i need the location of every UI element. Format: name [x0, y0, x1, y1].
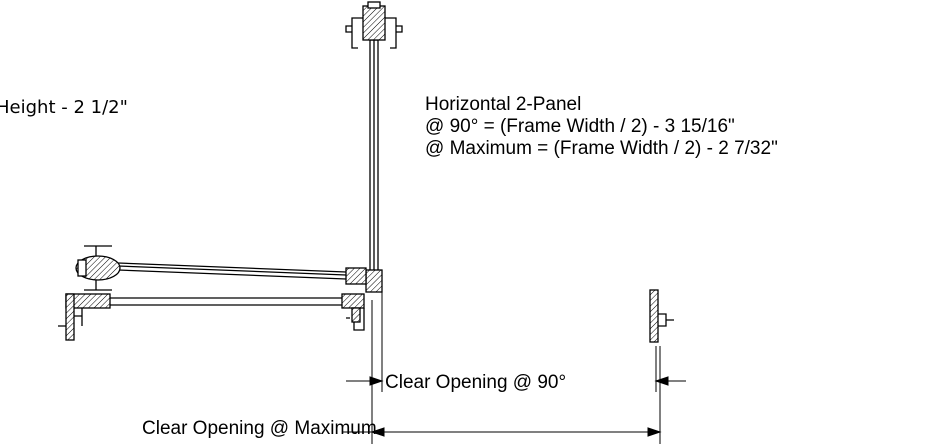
angled-panel-max [75, 245, 347, 291]
left-note-fragment: Height - 2 1/2" [0, 97, 128, 118]
bottom-panel [58, 293, 365, 341]
note-line-90: @ 90° = (Frame Width / 2) - 3 15/16" [425, 116, 735, 137]
clear-opening-max-label: Clear Opening @ Maximum [142, 418, 377, 439]
note-title: Horizontal 2-Panel [425, 94, 582, 115]
vertical-panel-90 [345, 1, 403, 293]
right-jamb [649, 289, 674, 343]
clear-opening-90-label: Clear Opening @ 90° [385, 372, 567, 393]
dimension-clear-opening-90 [346, 292, 686, 392]
note-line-max: @ Maximum = (Frame Width / 2) - 2 7/32" [425, 138, 778, 159]
opening-formula-note: Horizontal 2-Panel @ 90° = (Frame Width … [425, 94, 778, 160]
dimension-clear-opening-max [343, 300, 662, 444]
